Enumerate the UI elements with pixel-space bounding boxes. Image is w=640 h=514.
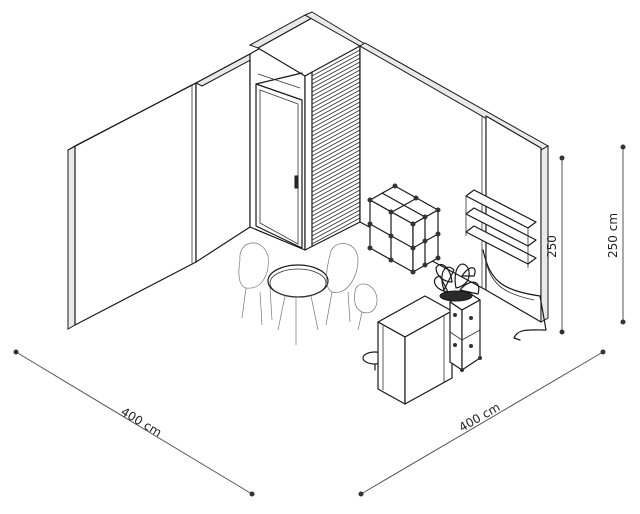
slat-line	[311, 157, 361, 185]
slat-line	[311, 121, 361, 149]
right-depth-label: 400 cm	[457, 400, 503, 435]
slat-line	[311, 101, 361, 129]
slat-line	[311, 213, 361, 241]
slat-line	[311, 185, 361, 213]
reception-counter	[377, 295, 453, 405]
wall-height-label: 250 cm	[606, 213, 620, 258]
slat-line	[311, 133, 361, 161]
slat-line	[311, 201, 361, 229]
round-table	[267, 264, 329, 345]
slat-line	[311, 69, 361, 97]
chair-right	[325, 243, 359, 326]
chair-front	[354, 283, 378, 331]
slat-line	[311, 173, 361, 201]
slat-line	[311, 169, 361, 197]
slat-line	[311, 129, 361, 157]
slat-line	[311, 193, 361, 221]
slat-line	[311, 113, 361, 141]
slat-line	[311, 105, 361, 133]
slat-line	[311, 45, 361, 73]
dimension-shelf-height: 250	[545, 155, 565, 335]
slat-line	[311, 77, 361, 105]
slat-line	[311, 137, 361, 165]
door-handle-icon	[294, 175, 299, 189]
slat-line	[311, 81, 361, 109]
slat-line	[311, 165, 361, 193]
slat-line	[311, 49, 361, 77]
slat-line	[311, 65, 361, 93]
slat-line	[311, 209, 361, 237]
dimension-left-width: 400 cm	[13, 349, 255, 497]
wall-shelves	[465, 189, 537, 268]
chair-left	[238, 242, 273, 326]
slat-line	[311, 61, 361, 89]
slat-line	[311, 93, 361, 121]
cube-shelf	[367, 183, 441, 275]
dimension-wall-height: 250 cm	[606, 144, 626, 325]
storage-cabin	[248, 14, 361, 251]
slat-line	[311, 73, 361, 101]
curved-display-panel	[482, 249, 547, 341]
slat-line	[311, 85, 361, 113]
slat-line	[311, 153, 361, 181]
left-wall	[67, 53, 258, 330]
slat-line	[311, 149, 361, 177]
right-wall	[359, 42, 550, 323]
slat-line	[311, 53, 361, 81]
slat-line	[311, 141, 361, 169]
slat-line	[311, 177, 361, 205]
slat-line	[311, 189, 361, 217]
slat-line	[311, 217, 361, 245]
slat-line	[311, 125, 361, 153]
slatted-column	[303, 11, 367, 251]
slat-line	[311, 89, 361, 117]
slat-line	[311, 97, 361, 125]
shelf-height-label: 250	[545, 235, 559, 258]
slat-line	[311, 109, 361, 137]
slat-line	[311, 57, 361, 85]
potted-plant	[433, 263, 480, 302]
slat-line	[311, 161, 361, 189]
slat-line	[311, 181, 361, 209]
slat-line	[311, 145, 361, 173]
slat-line	[311, 117, 361, 145]
slat-line	[311, 205, 361, 233]
left-width-label: 400 cm	[118, 405, 164, 440]
plant-stand	[449, 291, 482, 372]
slat-line	[311, 197, 361, 225]
